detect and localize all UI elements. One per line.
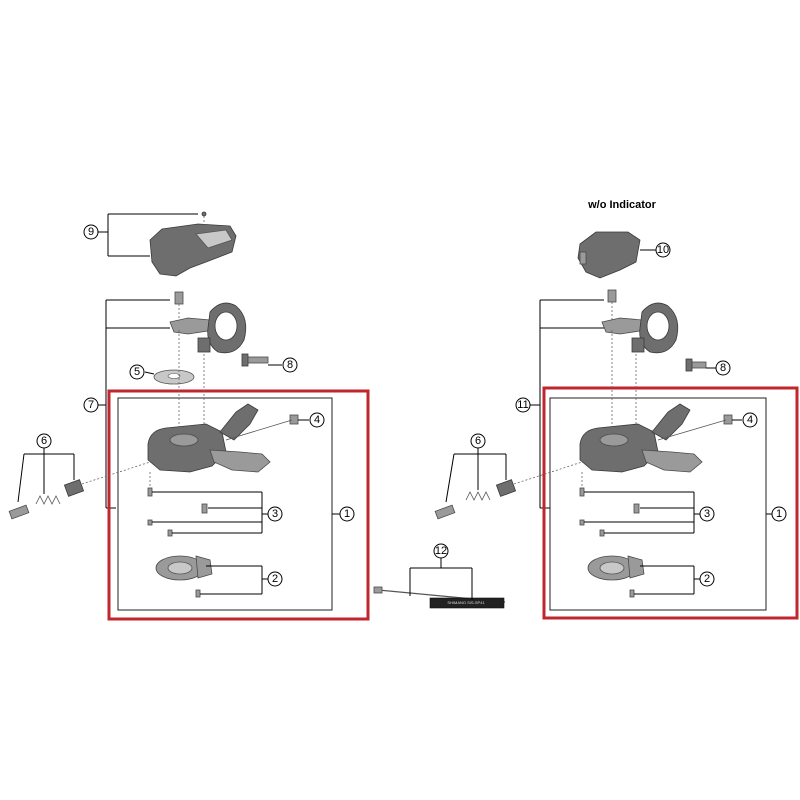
variant-title: w/o Indicator xyxy=(587,199,657,211)
callout-8 xyxy=(282,357,298,373)
callout-8-right xyxy=(715,360,731,376)
screw-set-right xyxy=(579,472,640,537)
group-box-1-left xyxy=(117,397,333,611)
callout-4-label: 4 xyxy=(314,414,320,426)
callout-10 xyxy=(655,242,671,258)
callout-3-right-label: 3 xyxy=(704,508,710,520)
clamp-bolt xyxy=(241,353,269,367)
callout-1 xyxy=(339,506,355,522)
callout-11-label: 11 xyxy=(517,399,528,411)
callout-7 xyxy=(83,397,99,413)
cable-adjuster xyxy=(289,414,299,425)
callout-4-right-label: 4 xyxy=(747,414,753,426)
callout-3-label: 3 xyxy=(272,508,278,520)
clamp-band-right xyxy=(601,289,679,354)
screw-set xyxy=(147,472,208,537)
callout-2-right-label: 2 xyxy=(704,573,710,585)
callout-6-right xyxy=(470,433,486,449)
base-cover-right xyxy=(587,555,645,598)
right-assembly: w/o Indicator 10 8 11 xyxy=(434,199,799,620)
shifter-body-right xyxy=(579,330,733,473)
callout-4-right xyxy=(742,412,758,428)
callout-1-right-label: 1 xyxy=(776,508,782,520)
callout-1-right xyxy=(771,506,787,522)
callout-11 xyxy=(515,397,531,413)
clamp-bolt-right xyxy=(685,358,707,372)
callout-6 xyxy=(36,433,52,449)
callout-12-label: 12 xyxy=(435,545,447,557)
callout-2-right xyxy=(699,571,715,587)
highlight-frame-left xyxy=(107,389,370,621)
inner-cable: SHIMANO SIS-SP41 xyxy=(373,586,506,609)
callout-5-label: 5 xyxy=(134,366,140,378)
spacer-washer xyxy=(153,369,195,385)
callout-5 xyxy=(129,364,145,380)
callout-10-label: 10 xyxy=(657,244,669,256)
callout-8-label: 8 xyxy=(287,359,293,371)
callout-3-right xyxy=(699,506,715,522)
callout-6-right-label: 6 xyxy=(475,435,481,447)
callout-6-label: 6 xyxy=(41,435,47,447)
indicator-housing xyxy=(149,211,237,277)
shifter-body xyxy=(147,330,299,473)
callout-9-label: 9 xyxy=(88,226,94,238)
callout-12 xyxy=(433,543,449,559)
callout-2-label: 2 xyxy=(272,573,278,585)
highlight-frame-right xyxy=(542,386,799,620)
clamp-band xyxy=(169,291,247,354)
callout-3 xyxy=(267,506,283,522)
left-assembly: 9 8 5 7 xyxy=(8,211,370,621)
group-box-1-right xyxy=(549,397,767,611)
callout-7-label: 7 xyxy=(88,399,94,411)
callout-9 xyxy=(83,224,99,240)
top-cover xyxy=(577,231,641,279)
callout-4 xyxy=(309,412,325,428)
barrel-adjuster-set-right xyxy=(434,461,583,520)
cable-package-label: SHIMANO SIS-SP41 xyxy=(447,600,485,605)
callout-8-right-label: 8 xyxy=(720,362,726,374)
base-cover xyxy=(155,555,213,598)
barrel-adjuster-set xyxy=(8,461,151,520)
callout-1-label: 1 xyxy=(344,508,350,520)
callout-2 xyxy=(267,571,283,587)
